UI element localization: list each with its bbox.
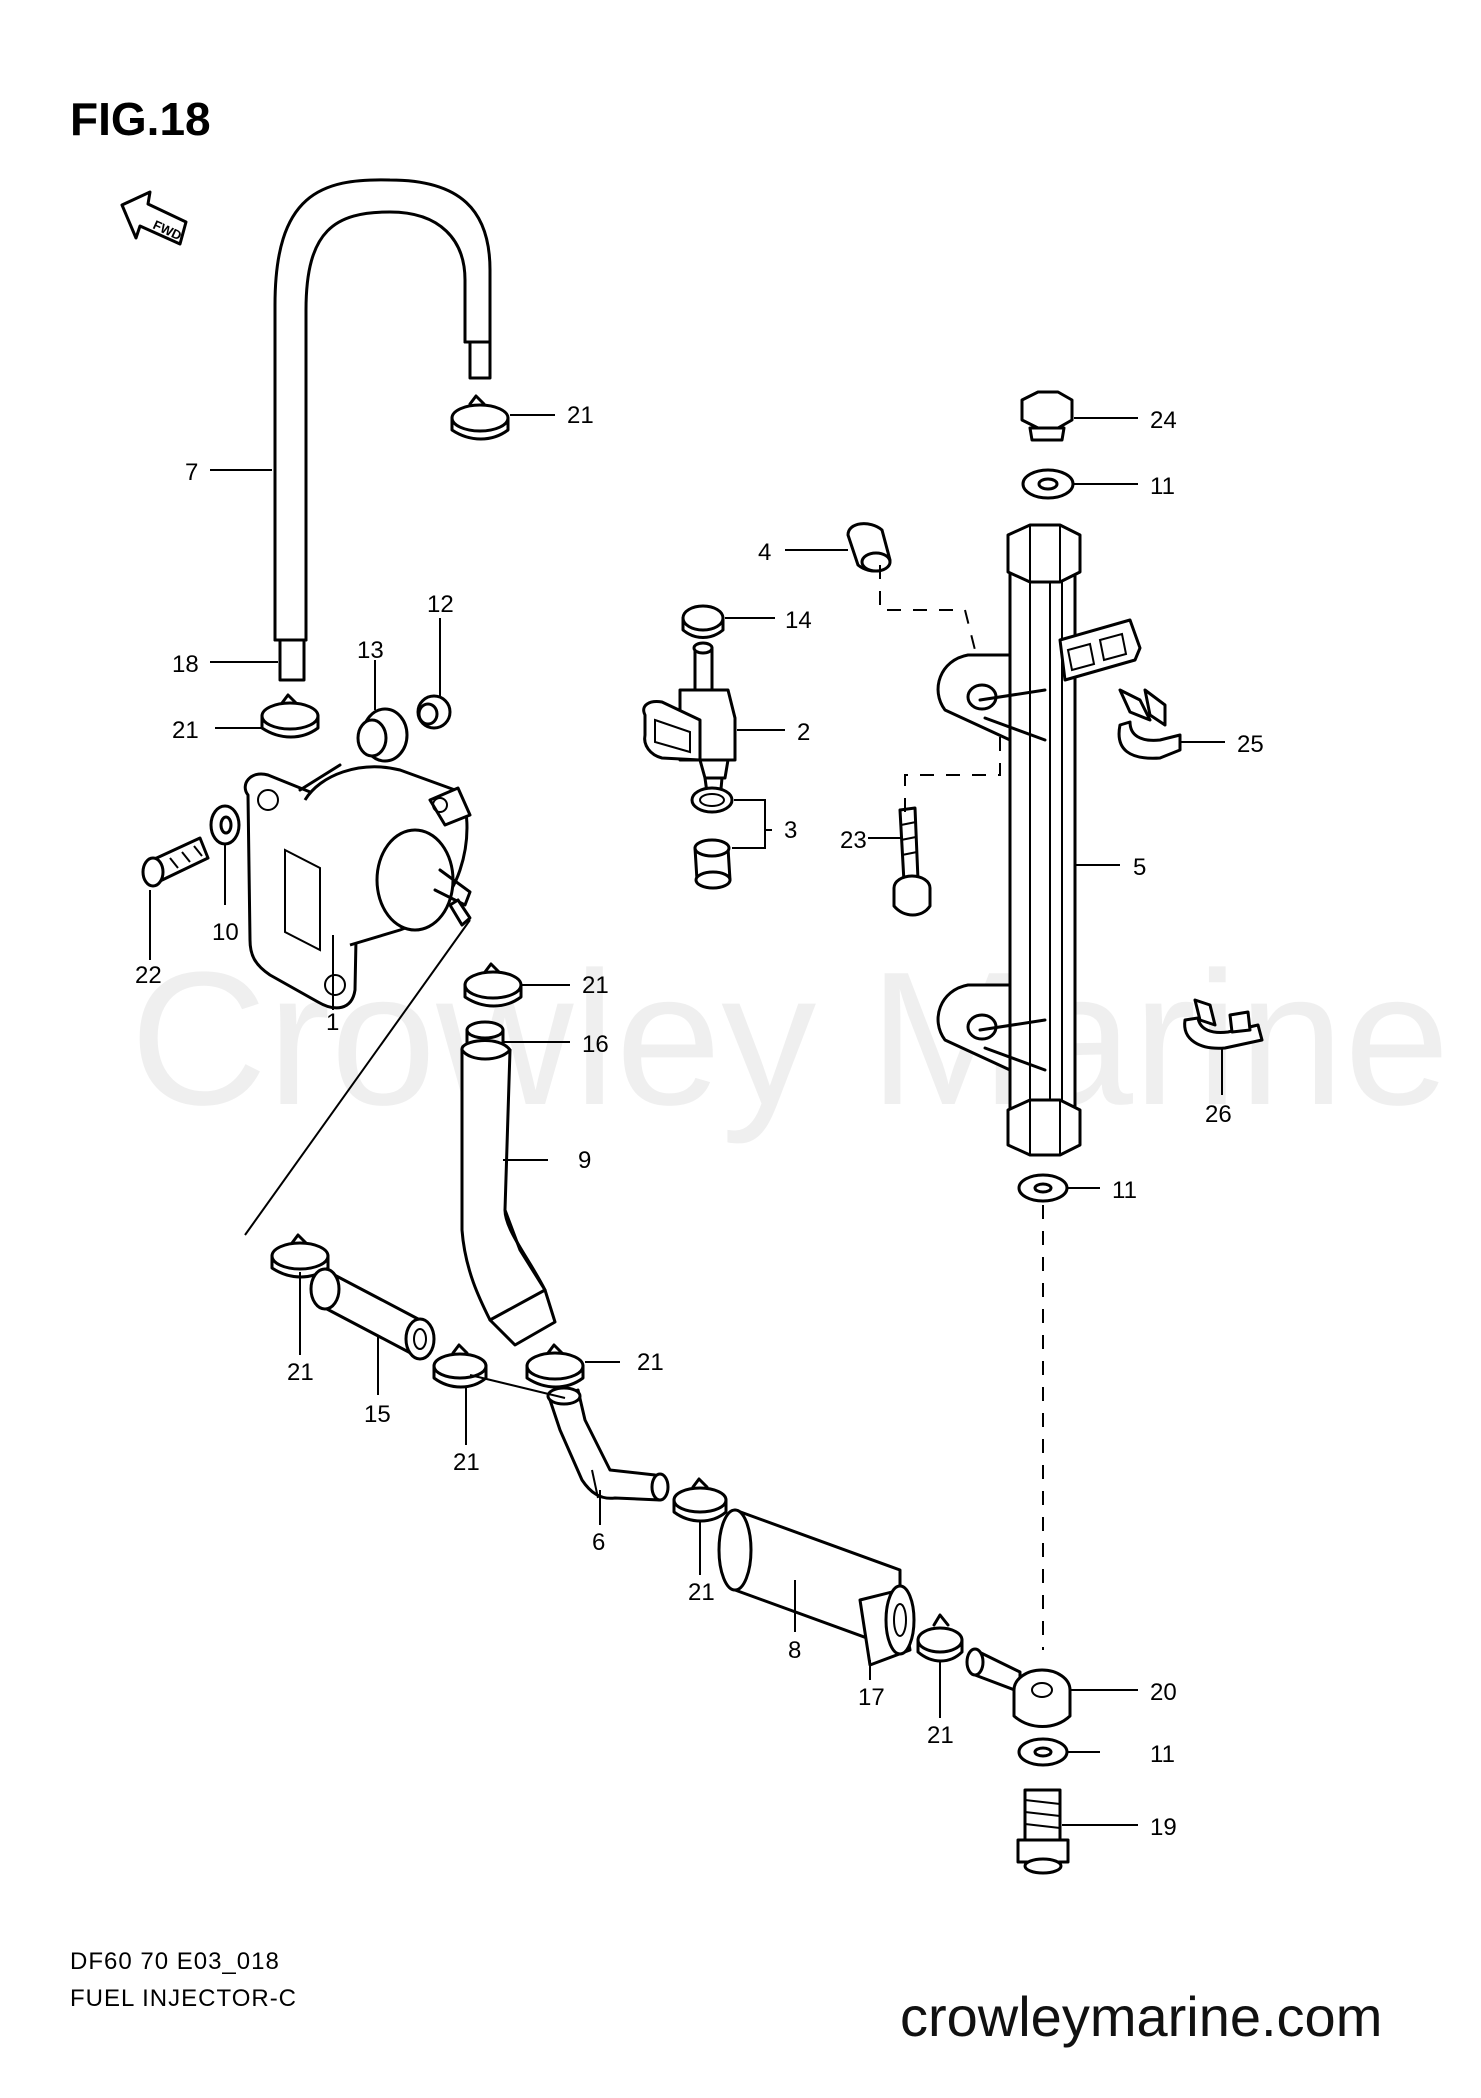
bolt-22[interactable]	[141, 836, 210, 888]
diagram-caption: FUEL INJECTOR-C	[70, 1985, 298, 2012]
hose-clip-21-left[interactable]	[260, 693, 320, 739]
cap-4[interactable]	[846, 522, 892, 573]
washer-11-top[interactable]	[1021, 468, 1075, 500]
hose-16-9[interactable]	[460, 1020, 557, 1347]
fwd-arrow-icon: FWD	[120, 190, 188, 246]
clamp-26[interactable]	[1183, 998, 1264, 1050]
callout-2: 2	[797, 719, 810, 746]
grommet-13[interactable]	[356, 707, 409, 763]
collar-12[interactable]	[416, 694, 452, 730]
cushion-3-lower[interactable]	[693, 838, 732, 890]
clamp-25[interactable]	[1117, 688, 1182, 760]
site-link[interactable]: crowleymarine.com	[900, 1985, 1383, 2048]
callout-23: 23	[840, 827, 867, 854]
bolt-23[interactable]	[892, 806, 932, 917]
hose-clip-21-right[interactable]	[525, 1343, 585, 1389]
fuel-injector-2[interactable]	[642, 641, 737, 802]
assembly-lines	[244, 565, 1044, 1650]
callout-26: 26	[1205, 1101, 1232, 1128]
hose-8-17[interactable]	[717, 1508, 916, 1667]
callout-10: 10	[212, 919, 239, 946]
callout-7: 7	[185, 459, 198, 486]
callout-21: 21	[172, 717, 199, 744]
joint-6[interactable]	[546, 1386, 670, 1502]
callout-6: 6	[592, 1529, 605, 1556]
figure-title: FIG.18	[70, 93, 211, 145]
callout-17: 17	[858, 1684, 885, 1711]
callout-21: 21	[927, 1722, 954, 1749]
union-20[interactable]	[965, 1647, 1072, 1728]
callout-8: 8	[788, 1637, 801, 1664]
callout-21: 21	[582, 972, 609, 999]
bolt-24[interactable]	[1020, 390, 1074, 442]
o-ring-14[interactable]	[681, 604, 725, 639]
callout-13: 13	[357, 637, 384, 664]
washer-11-middle[interactable]	[1017, 1173, 1069, 1203]
callout-15: 15	[364, 1401, 391, 1428]
callout-20: 20	[1150, 1679, 1177, 1706]
callout-11: 11	[1150, 1741, 1175, 1768]
callout-18: 18	[172, 651, 199, 678]
fuel-hose-7[interactable]	[273, 178, 492, 682]
callout-22: 22	[135, 962, 162, 989]
bolt-19[interactable]	[1016, 1788, 1070, 1875]
hose-clip-21-bottom[interactable]	[916, 1613, 964, 1663]
callout-1: 1	[326, 1009, 339, 1036]
callout-25: 25	[1237, 731, 1264, 758]
callout-19: 19	[1150, 1814, 1177, 1841]
callout-21: 21	[453, 1449, 480, 1476]
callout-21: 21	[637, 1349, 664, 1376]
callout-labels: 21 7 18 21 13 12 22 10 1 4 14 2 3 23 5 2…	[135, 402, 1264, 1841]
callout-16: 16	[582, 1031, 609, 1058]
diagram-code: DF60 70 E03_018	[70, 1948, 280, 1975]
hose-clip-21-mid[interactable]	[463, 962, 523, 1008]
washer-11-bottom[interactable]	[1017, 1737, 1069, 1767]
hose-15[interactable]	[309, 1267, 436, 1361]
washer-10[interactable]	[209, 804, 241, 846]
seal-3-upper[interactable]	[690, 786, 734, 814]
pressure-regulator-1[interactable]	[243, 763, 472, 1010]
callout-21: 21	[287, 1359, 314, 1386]
callout-21: 21	[567, 402, 594, 429]
callout-11: 11	[1112, 1177, 1137, 1204]
callout-3: 3	[784, 817, 797, 844]
callout-12: 12	[427, 591, 454, 618]
callout-14: 14	[785, 607, 812, 634]
hose-clip-21-top[interactable]	[450, 394, 510, 441]
callout-9: 9	[578, 1147, 591, 1174]
callout-11: 11	[1150, 473, 1175, 500]
fuel-rail-5[interactable]	[936, 523, 1142, 1157]
hose-clip-21-center[interactable]	[432, 1343, 488, 1389]
leader-lines	[149, 414, 1225, 1826]
callout-21: 21	[688, 1579, 715, 1606]
callout-4: 4	[758, 539, 771, 566]
callout-24: 24	[1150, 407, 1177, 434]
hose-clip-21-lower-mid[interactable]	[672, 1477, 728, 1523]
callout-5: 5	[1133, 854, 1146, 881]
